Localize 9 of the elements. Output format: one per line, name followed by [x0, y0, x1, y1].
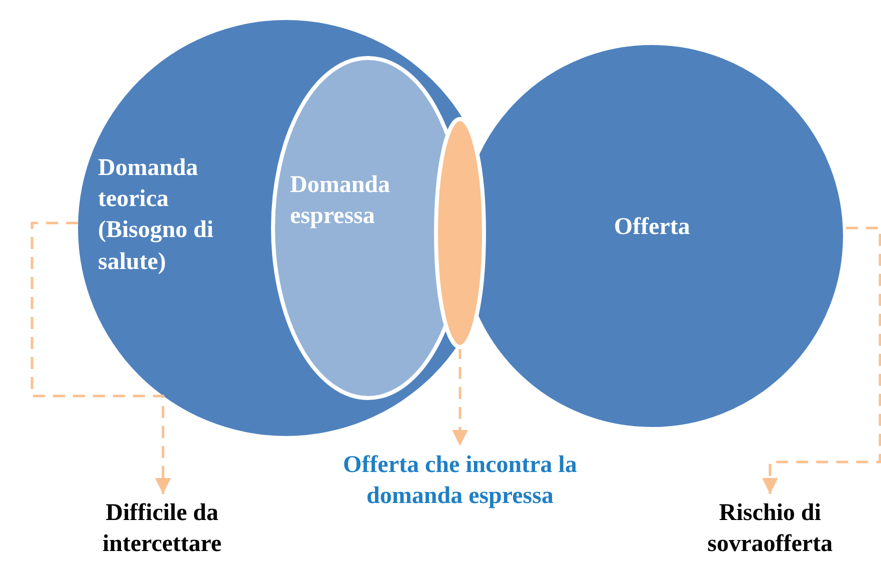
outcome-label: Rischio di sovraofferta	[706, 499, 834, 560]
dashed-arrow	[452, 347, 468, 446]
region-label: Domanda teorica (Bisogno di salute)	[98, 154, 214, 277]
region-label: Domanda espressa	[290, 171, 392, 232]
dashed-arrow	[30, 222, 171, 494]
outcome-label: Difficile da intercettare	[101, 499, 223, 560]
dashed-arrow	[762, 226, 881, 494]
region-label: Offerta	[613, 213, 691, 242]
outcome-label: Offerta che incontra la domanda espressa	[342, 451, 578, 512]
